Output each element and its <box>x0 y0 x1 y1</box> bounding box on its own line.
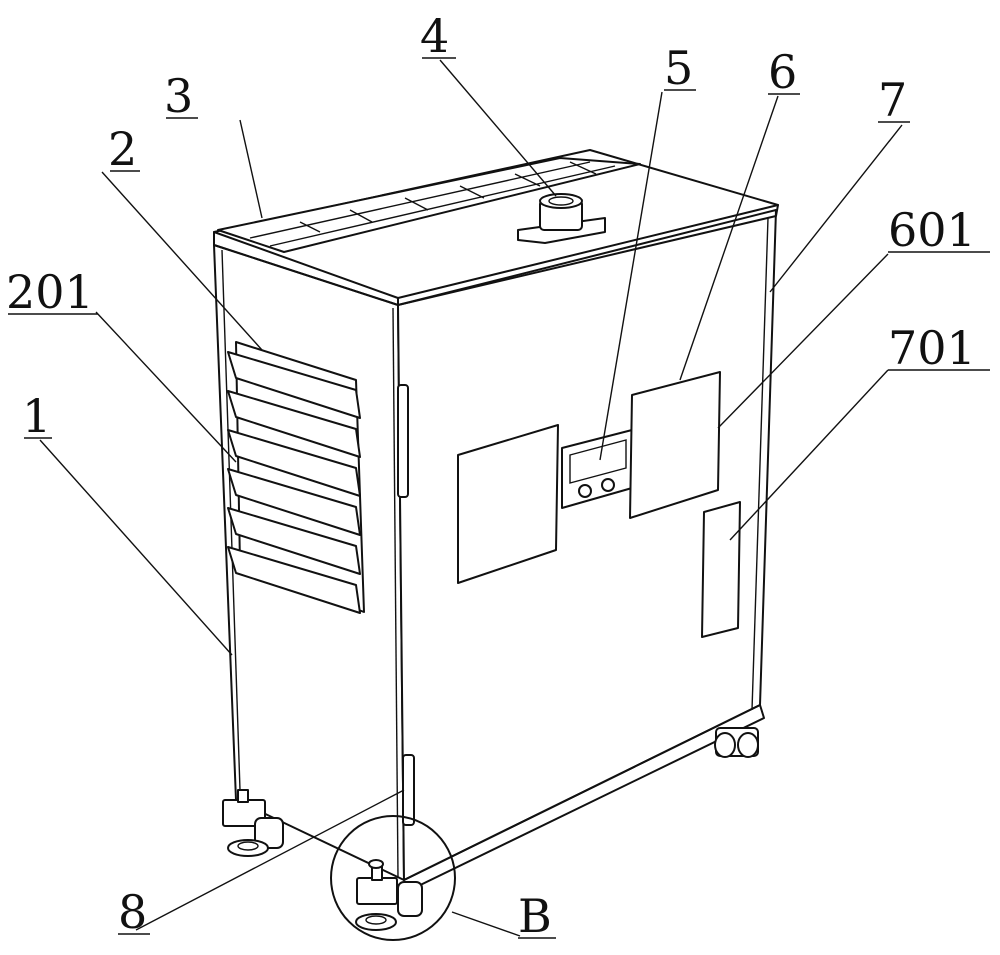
label-601: 601 <box>888 203 976 257</box>
slot-701 <box>702 502 740 637</box>
label-2: 2 <box>108 122 137 176</box>
label-7: 7 <box>878 73 907 127</box>
label-6: 6 <box>768 45 797 99</box>
caster-right <box>715 728 758 757</box>
label-701: 701 <box>888 321 976 375</box>
label-8: 8 <box>118 885 147 939</box>
label-201: 201 <box>6 265 94 319</box>
label-b: B <box>518 889 552 943</box>
label-5: 5 <box>664 41 693 95</box>
label-1: 1 <box>22 389 51 443</box>
louvre-vent <box>228 342 364 613</box>
label-3: 3 <box>164 69 193 123</box>
label-4: 4 <box>420 9 449 63</box>
